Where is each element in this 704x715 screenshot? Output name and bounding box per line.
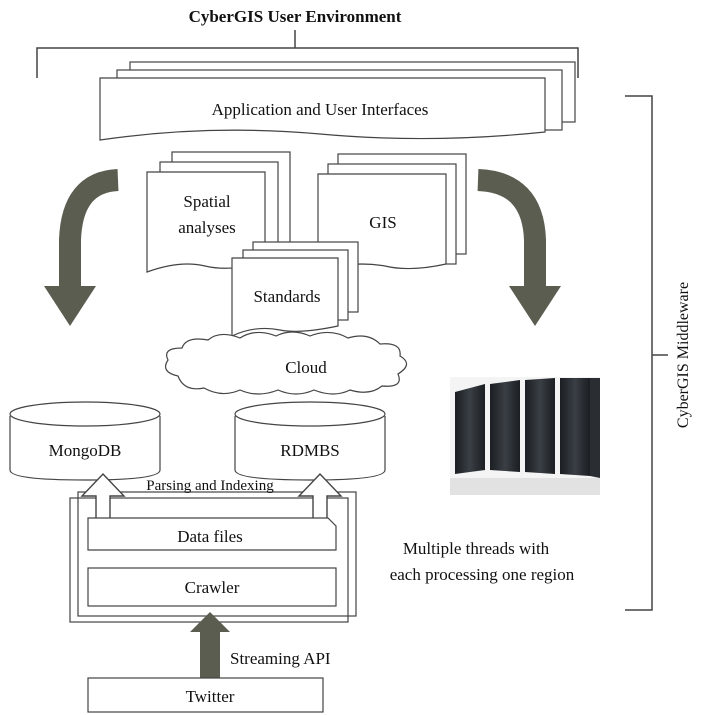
data-files-label: Data files xyxy=(177,527,243,546)
cloud-shape xyxy=(165,331,408,395)
mongodb-cylinder xyxy=(9,401,161,481)
twitter-box xyxy=(87,677,324,713)
twitter-label: Twitter xyxy=(186,687,235,706)
gis-label: GIS xyxy=(369,213,396,232)
standards-stack xyxy=(231,241,359,337)
left-curved-arrow xyxy=(44,169,120,326)
spatial-analyses-stack xyxy=(146,151,291,273)
rdmbs-cylinder xyxy=(234,401,386,481)
threads-text-line1: Multiple threads with xyxy=(403,539,550,558)
mongodb-label: MongoDB xyxy=(49,441,122,460)
middleware-bracket xyxy=(625,95,668,611)
spatial-label-line2: analyses xyxy=(178,218,236,237)
streaming-arrow xyxy=(190,612,230,678)
cloud-label: Cloud xyxy=(285,358,327,377)
spatial-label-line1: Spatial xyxy=(183,192,230,211)
gis-stack xyxy=(317,153,467,273)
data-files-box xyxy=(87,517,337,551)
crawler-box xyxy=(87,567,337,607)
server-racks-image xyxy=(450,377,600,495)
user-environment-bracket xyxy=(36,30,579,78)
crawler-label: Crawler xyxy=(185,578,240,597)
app-interfaces-stack xyxy=(99,61,576,141)
right-curved-arrow xyxy=(477,169,561,326)
parsing-label: Parsing and Indexing xyxy=(146,478,274,494)
threads-text-line2: each processing one region xyxy=(390,565,575,584)
standards-label: Standards xyxy=(253,287,320,306)
middleware-label: CyberGIS Middleware xyxy=(675,282,692,428)
parsing-arrows xyxy=(80,472,343,520)
streaming-label: Streaming API xyxy=(230,649,331,668)
rdmbs-label: RDMBS xyxy=(280,441,340,460)
app-interfaces-label: Application and User Interfaces xyxy=(212,100,429,119)
diagram-title: CyberGIS User Environment xyxy=(189,7,402,26)
